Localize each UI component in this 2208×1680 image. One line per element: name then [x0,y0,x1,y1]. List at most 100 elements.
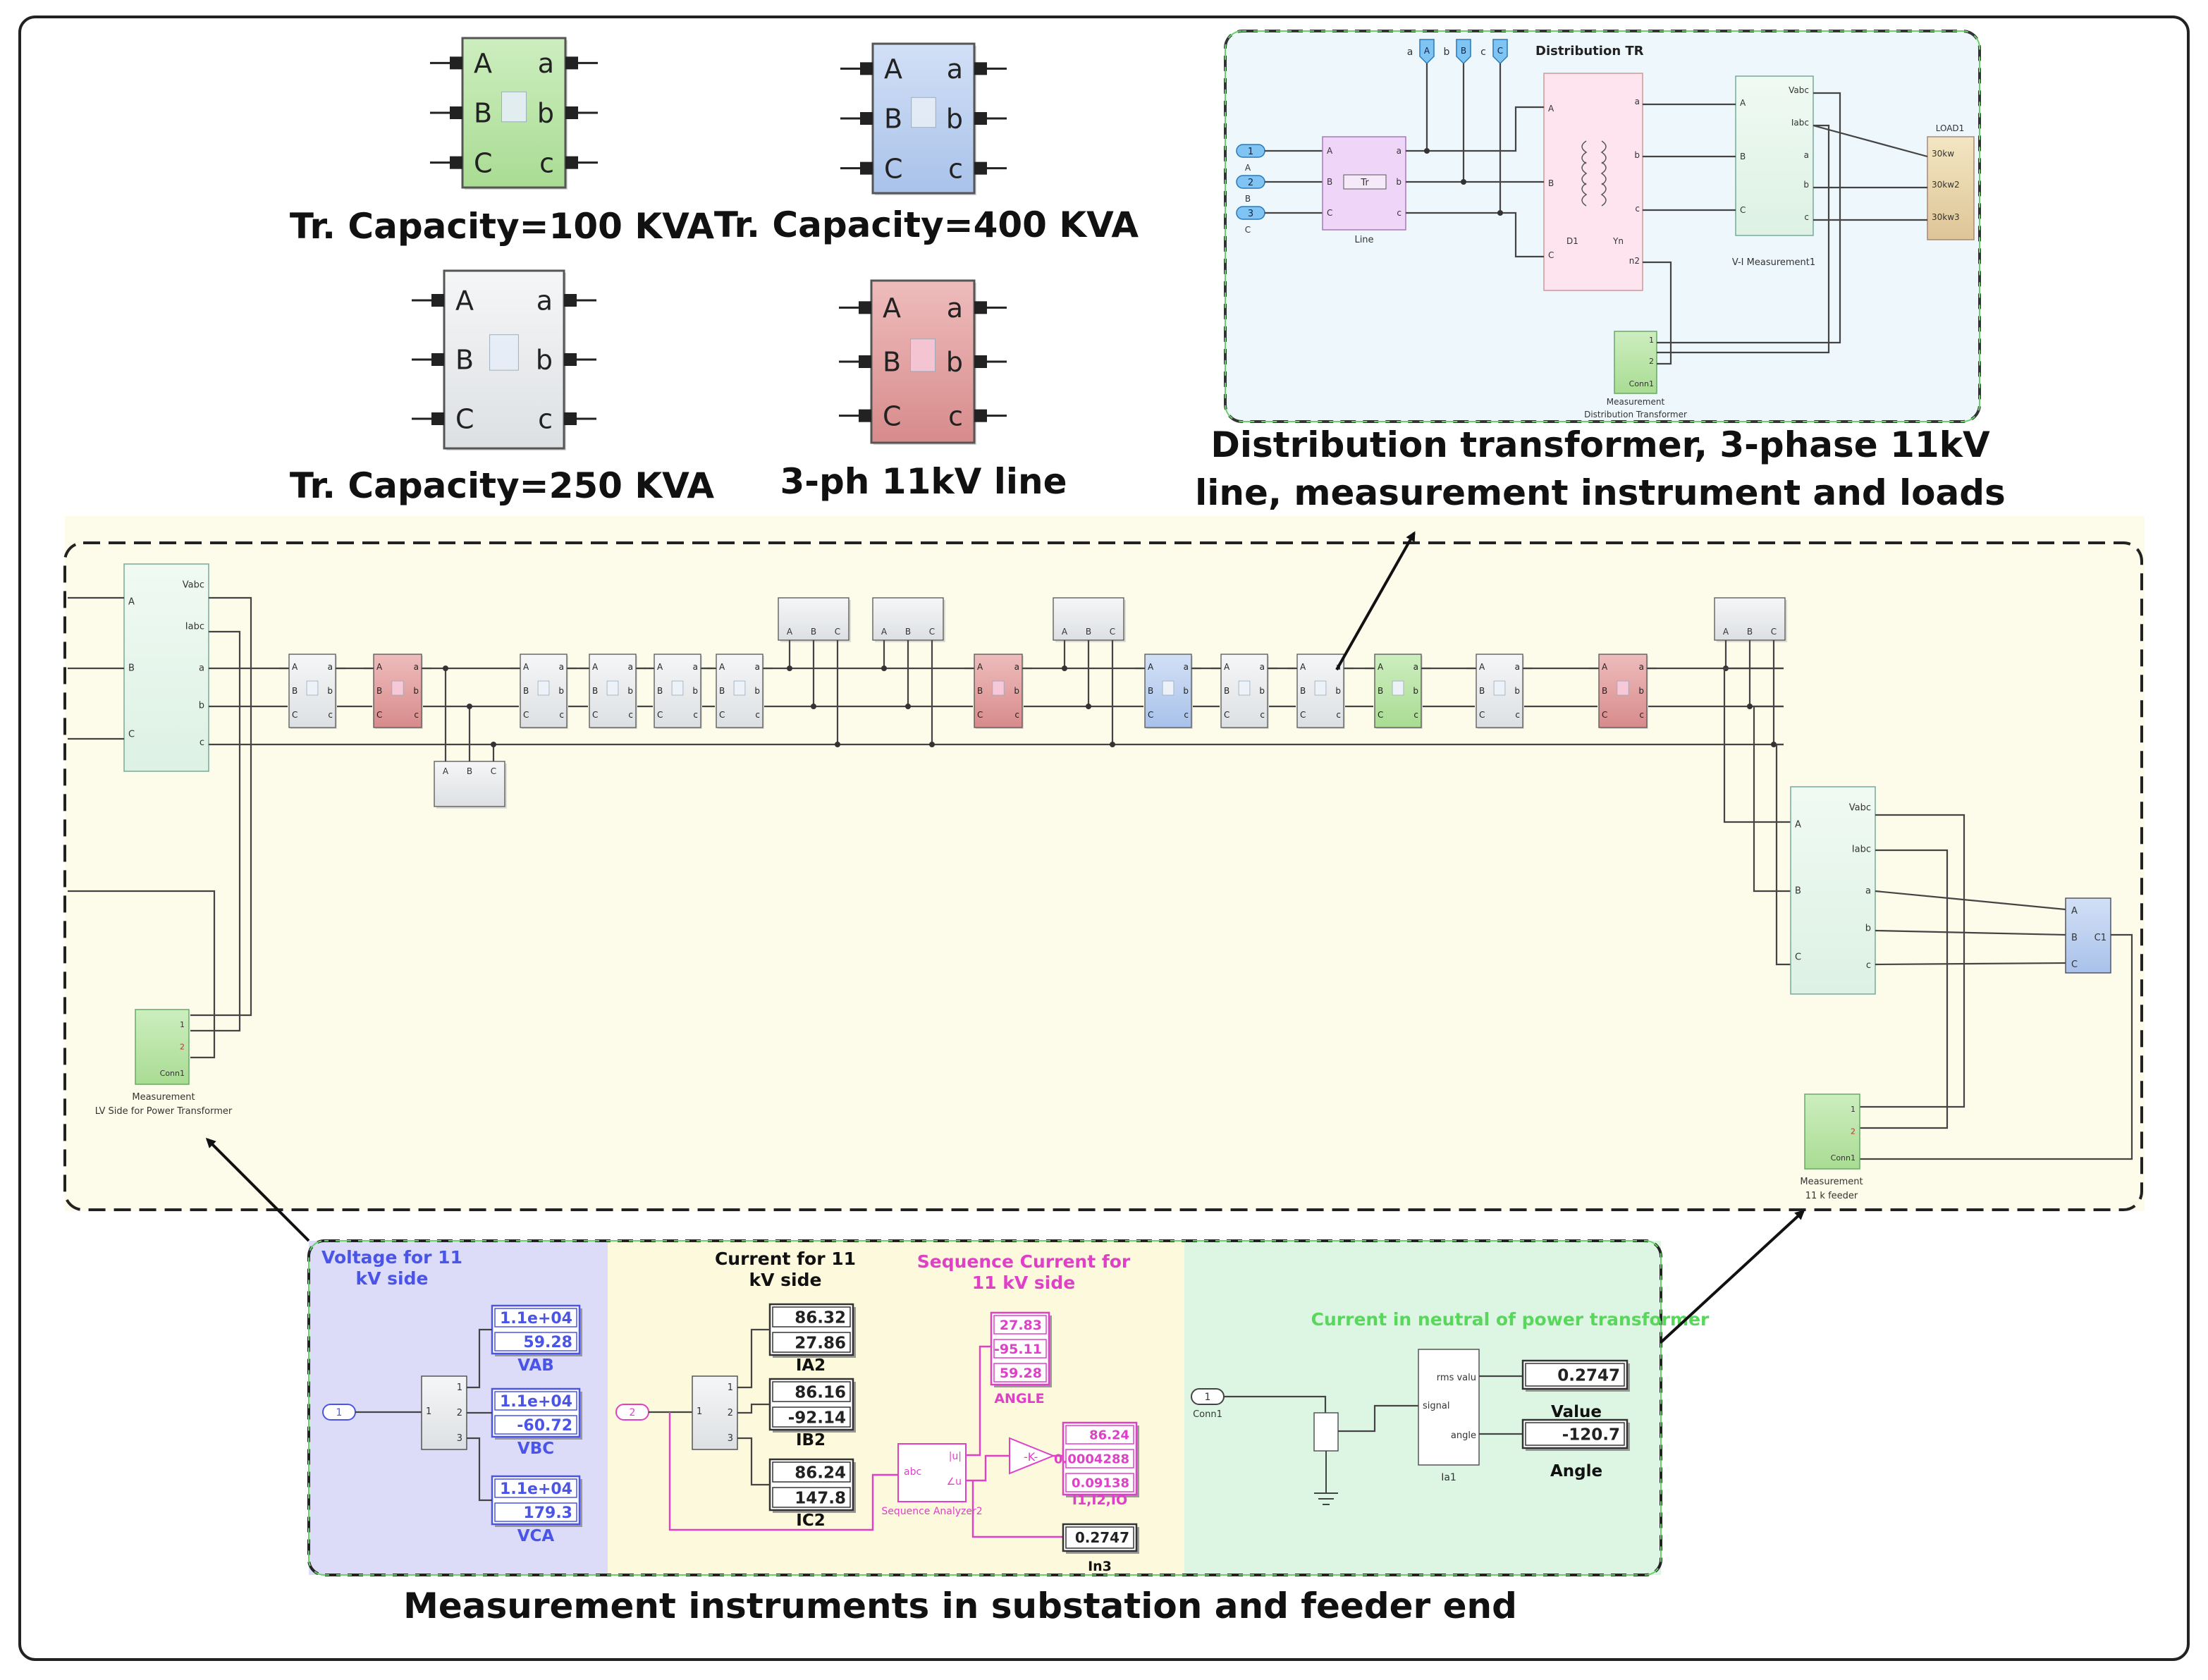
port-label: C [1148,710,1153,720]
port-label-A: A [455,286,474,317]
port-out-a [974,301,987,314]
junction-dot [491,742,496,747]
port-label: b [1335,686,1341,696]
current-display-ib2: 86.16-92.14 [768,1378,856,1433]
junction-dot [787,666,792,671]
demux-port: 2 [457,1408,462,1418]
dist-meas-block[interactable] [1614,331,1657,394]
gain-label: -K- [1024,1450,1038,1464]
tr-d1: D1 [1566,236,1578,246]
port-label: b [413,686,419,696]
display-value: -95.11 [994,1342,1042,1357]
current-demux[interactable] [692,1375,738,1450]
sequence-analyzer-block[interactable] [897,1443,967,1502]
port-label: B [523,686,529,696]
lv-meas-name1: Measurement [132,1092,195,1103]
dist-load-block[interactable] [1927,136,1975,240]
coil-right [1600,161,1607,185]
w-feed-b [1875,929,2066,936]
caption-bottom: Measurement instruments in substation an… [403,1586,1517,1626]
w-right-a [1723,667,1791,823]
voltage-demux[interactable] [421,1375,467,1450]
junction-dot [1062,666,1067,671]
port-label: C [1479,710,1485,720]
in3-display: 0.2747 [1062,1523,1139,1554]
junction-dot [929,742,935,747]
port-label: A [657,662,663,672]
transformer-block[interactable] [1543,73,1643,291]
dist-vi-port: A [1740,98,1746,108]
goto-tag-B [1456,39,1471,65]
tr-port: B [1548,178,1554,188]
port-label: a [1639,662,1644,672]
line-port: B [1327,177,1332,187]
port-label: c [559,710,564,720]
junction-dot [1771,742,1777,747]
block-glyph [671,680,684,696]
block-glyph [1617,680,1629,696]
block-glyph [501,91,527,123]
port-label: A [719,662,725,672]
dist-vi-port: Iabc [1791,118,1809,128]
line-inner [1343,174,1387,190]
port-label: C [1300,710,1306,720]
port-label-C: C [455,404,474,435]
w-n-conn [1224,1395,1327,1413]
port-label-B: B [474,98,492,129]
ia1-block[interactable] [1418,1349,1480,1466]
block-glyph [911,97,936,128]
port-label: A [523,662,529,672]
load-body [872,597,944,641]
port-label-A: A [474,48,492,79]
port-label: A [376,662,383,672]
load-port: C [1771,627,1777,637]
block-glyph [1493,680,1506,696]
demux-port: 1 [728,1382,733,1393]
load-port: C [929,627,935,637]
current-sensor[interactable] [1313,1412,1339,1452]
port-label: b [1514,686,1520,696]
display-cell [772,1406,851,1428]
inport-letter: C [1245,225,1251,235]
port-label-a: a [536,286,553,317]
panel-frame-green [308,1240,1662,1576]
display-cell [494,1332,577,1351]
analyzer-in: abc [904,1466,921,1478]
display-value: 147.8 [795,1489,846,1507]
port-label: C [657,710,663,720]
port-label: C [376,710,382,720]
dist-vi-block[interactable] [1735,75,1814,236]
display-value: -60.72 [517,1417,572,1435]
load-port: B [467,766,472,776]
display-cell [1525,1422,1625,1446]
